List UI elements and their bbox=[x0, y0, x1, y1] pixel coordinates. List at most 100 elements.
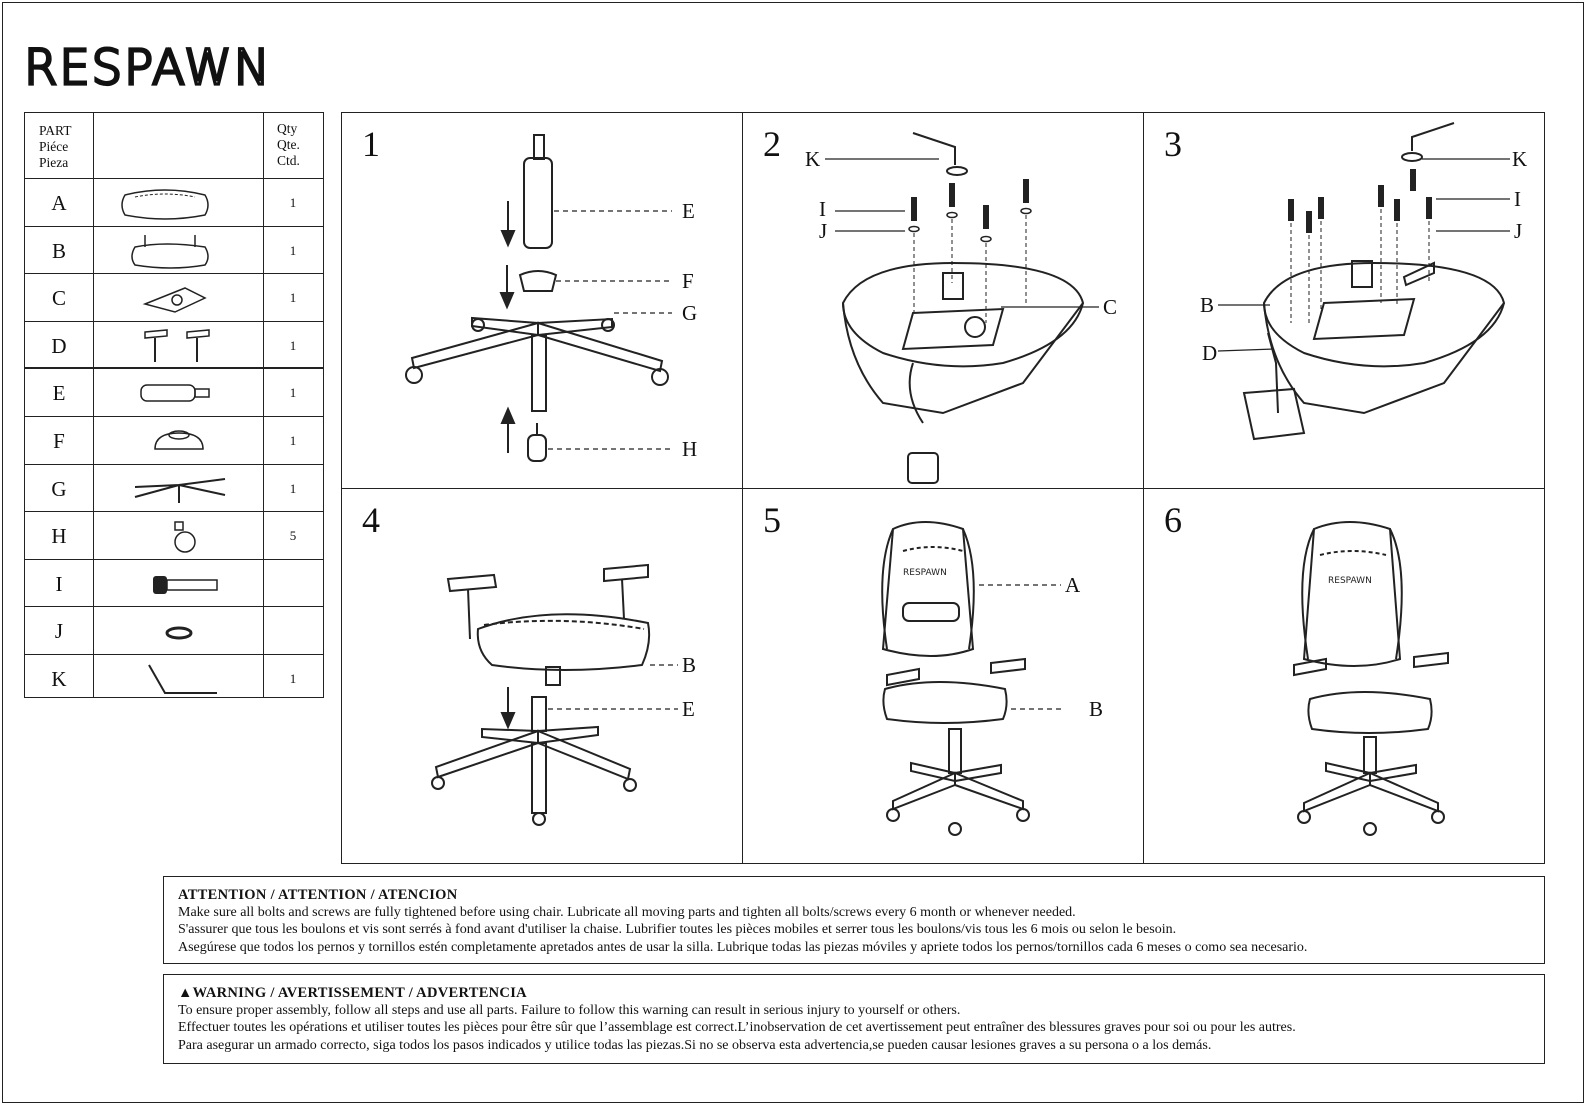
step-4-panel: 4 bbox=[342, 489, 742, 864]
part-letter: D bbox=[51, 333, 67, 358]
step-3-panel: 3 bbox=[1144, 113, 1544, 488]
part-label: G bbox=[682, 301, 698, 325]
part-quantity: 1 bbox=[289, 242, 297, 258]
step-3-illustration bbox=[1217, 122, 1510, 441]
attention-line-fr: S'assurer que tous les boulons et vis so… bbox=[178, 922, 1177, 938]
part-quantity: 1 bbox=[289, 433, 297, 448]
warning-title-row: ▲WARNING / AVERTISSEMENT / ADVERTENCIA bbox=[178, 985, 1530, 1002]
part-illustration bbox=[140, 384, 210, 403]
attention-line-en: Make sure all bolts and screws are fully… bbox=[178, 905, 1076, 921]
part-label: K bbox=[1512, 147, 1528, 171]
step-4-illustration bbox=[431, 563, 678, 826]
part-illustration bbox=[121, 189, 209, 220]
parts-row: J bbox=[25, 607, 323, 655]
attention-notice: ATTENTION / ATTENTION / ATENCION Make su… bbox=[163, 876, 1545, 964]
header-qty-fr: Qte. bbox=[277, 137, 300, 152]
header-qty-es: Ctd. bbox=[277, 153, 300, 168]
warning-line-en: To ensure proper assembly, follow all st… bbox=[178, 1003, 961, 1019]
header-part-es: Pieza bbox=[39, 155, 69, 170]
part-label: B bbox=[682, 653, 697, 677]
step-number: 3 bbox=[1164, 124, 1182, 164]
backrest-logo-text: RESPAWN bbox=[1328, 576, 1372, 586]
part-label: B bbox=[1200, 293, 1215, 317]
step-2-illustration bbox=[825, 132, 1099, 484]
part-quantity: 1 bbox=[289, 337, 297, 353]
step-6-panel: 6 RESPAWN bbox=[1144, 489, 1544, 864]
part-label: A bbox=[1065, 573, 1081, 597]
part-quantity: 1 bbox=[289, 671, 297, 686]
step-number: 4 bbox=[362, 500, 380, 540]
respawn-logo: RESPAWN bbox=[24, 40, 272, 92]
part-label: C bbox=[1103, 295, 1118, 319]
part-label: F bbox=[682, 269, 694, 293]
part-letter: B bbox=[51, 238, 66, 263]
warning-triangle-icon: ▲ bbox=[178, 985, 193, 1001]
svg-text:RESPAWN: RESPAWN bbox=[24, 40, 272, 92]
part-illustration bbox=[174, 521, 196, 553]
part-illustration bbox=[134, 477, 226, 503]
attention-line-es: Asegúrese que todos los pernos y tornill… bbox=[178, 939, 1308, 955]
part-illustration bbox=[148, 664, 217, 694]
part-illustration bbox=[131, 234, 209, 269]
step-2-panel: 2 bbox=[743, 113, 1143, 488]
step-5-panel: 5 RESPAWN A B bbox=[743, 489, 1143, 864]
part-quantity: 1 bbox=[289, 195, 297, 210]
part-letter: I bbox=[55, 571, 63, 596]
part-letter: G bbox=[51, 476, 67, 501]
part-quantity: 1 bbox=[289, 385, 297, 401]
part-label: H bbox=[682, 437, 698, 461]
attention-title: ATTENTION / ATTENTION / ATENCION bbox=[178, 887, 458, 903]
part-label: J bbox=[819, 219, 828, 243]
part-label: K bbox=[805, 147, 821, 171]
table-divider bbox=[93, 113, 94, 697]
part-label: B bbox=[1089, 697, 1104, 721]
part-illustration bbox=[142, 287, 207, 313]
step-6-illustration: RESPAWN bbox=[1293, 521, 1449, 836]
part-label: I bbox=[1514, 187, 1521, 211]
step-5-illustration: RESPAWN bbox=[881, 521, 1063, 836]
part-label: J bbox=[1514, 219, 1523, 243]
part-letter: C bbox=[51, 286, 66, 311]
step-number: 5 bbox=[763, 500, 781, 540]
part-illustration bbox=[153, 575, 218, 594]
step-1-panel: 1 bbox=[342, 113, 742, 488]
part-label: D bbox=[1202, 341, 1218, 365]
part-quantity: 5 bbox=[289, 528, 297, 544]
table-divider bbox=[263, 113, 264, 697]
header-part-fr: Piéce bbox=[39, 139, 69, 154]
step-number: 1 bbox=[362, 124, 380, 164]
header-part: PART Piéce Pieza bbox=[39, 123, 71, 171]
part-quantity: 1 bbox=[289, 480, 297, 496]
warning-title: WARNING / AVERTISSEMENT / ADVERTENCIA bbox=[192, 985, 527, 1001]
part-letter: K bbox=[51, 667, 67, 691]
part-label: E bbox=[682, 199, 695, 223]
backrest-logo-text: RESPAWN bbox=[903, 568, 947, 578]
part-letter: F bbox=[53, 429, 65, 453]
step-1-illustration bbox=[405, 134, 672, 462]
parts-table-header: PART Piéce Pieza Qty Qte. Ctd. bbox=[25, 113, 323, 179]
header-qty: Qty Qte. Ctd. bbox=[277, 121, 300, 169]
part-letter: E bbox=[52, 381, 66, 406]
warning-notice: ▲WARNING / AVERTISSEMENT / ADVERTENCIA T… bbox=[163, 974, 1545, 1064]
part-letter: H bbox=[51, 524, 67, 549]
part-letter: J bbox=[54, 619, 64, 644]
warning-line-es: Para asegurar un armado correcto, siga t… bbox=[178, 1037, 1212, 1053]
header-qty-en: Qty bbox=[277, 121, 298, 136]
part-illustration bbox=[144, 328, 210, 362]
part-label: I bbox=[819, 197, 826, 221]
part-illustration bbox=[165, 626, 193, 640]
part-illustration bbox=[154, 430, 204, 450]
step-number: 2 bbox=[763, 124, 781, 164]
grid-divider bbox=[342, 488, 1544, 489]
parts-row: I bbox=[25, 560, 323, 608]
part-letter: A bbox=[51, 191, 67, 215]
